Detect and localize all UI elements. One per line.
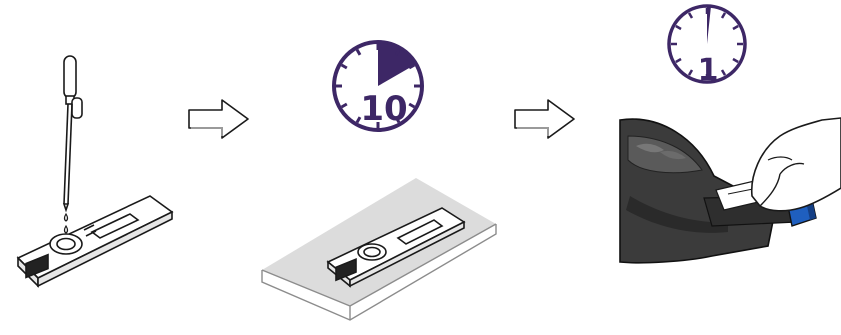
timer-1-value: 1 bbox=[698, 53, 719, 88]
step-apply-sample bbox=[0, 0, 190, 330]
timer-1-icon: 1 bbox=[669, 6, 745, 88]
timer-10-value: 10 bbox=[360, 89, 407, 129]
dropper-icon bbox=[64, 56, 82, 210]
right-arrow-icon bbox=[512, 96, 578, 142]
timer-10-icon: 10 bbox=[334, 42, 422, 130]
wait-panel: 10 bbox=[250, 0, 500, 330]
read-panel: 1 bbox=[600, 0, 841, 330]
cassette-on-bench-icon bbox=[262, 178, 496, 320]
right-arrow-icon bbox=[186, 96, 252, 142]
step-wait-10: 10 bbox=[250, 0, 500, 330]
test-cassette-icon bbox=[18, 196, 172, 286]
dropper-on-test-cassette-icon bbox=[0, 0, 190, 330]
insert-into-reader-icon bbox=[620, 118, 841, 263]
step-read-1: 1 bbox=[600, 0, 841, 330]
